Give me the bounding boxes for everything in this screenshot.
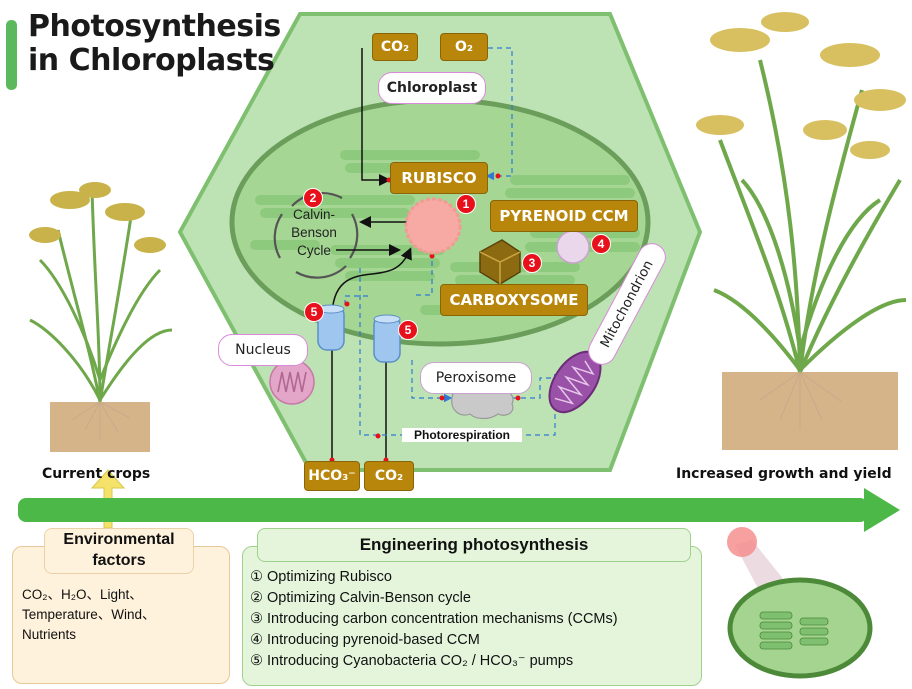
label-carboxysome: CARBOXYSOME xyxy=(440,284,588,316)
environment-factors-text: CO₂、H₂O、Light、 Temperature、Wind、 Nutrien… xyxy=(22,585,227,645)
title-accent-bar xyxy=(6,20,17,90)
calvin-line-3: Cycle xyxy=(297,243,331,258)
caption-current-crops: Current crops xyxy=(42,466,151,482)
environment-line-1: CO₂、H₂O、Light、 xyxy=(22,587,143,602)
label-co2-top: CO₂ xyxy=(372,33,418,61)
badge-4: 4 xyxy=(591,234,611,254)
label-hco3-bottom: HCO₃⁻ xyxy=(304,461,360,491)
carboxysome-icon xyxy=(479,239,521,285)
environment-title-line-2: factors xyxy=(92,552,146,569)
engineering-item-1: ① Optimizing Rubisco xyxy=(250,569,392,585)
engineering-title: Engineering photosynthesis xyxy=(257,528,691,562)
timeline-arrow xyxy=(18,488,900,532)
label-rubisco: RUBISCO xyxy=(390,162,488,194)
engineering-item-4: ④ Introducing pyrenoid-based CCM xyxy=(250,632,480,648)
nucleus-icon xyxy=(269,359,315,405)
engineering-item-2: ② Optimizing Calvin-Benson cycle xyxy=(250,590,471,606)
environment-line-2: Temperature、Wind、 xyxy=(22,607,156,622)
badge-5-right: 5 xyxy=(398,320,418,340)
label-nucleus: Nucleus xyxy=(218,334,308,366)
zoom-inset xyxy=(727,527,873,679)
badge-3: 3 xyxy=(522,253,542,273)
engineering-list: ① Optimizing Rubisco ② Optimizing Calvin… xyxy=(250,567,696,672)
title-line-2: in Chloroplasts xyxy=(28,43,275,78)
badge-5-left: 5 xyxy=(304,302,324,322)
title-line-1: Photosynthesis xyxy=(28,9,281,44)
cyanobacteria-pump-right xyxy=(373,314,401,363)
calvin-line-2: Benson xyxy=(291,225,337,240)
pyrenoid-icon xyxy=(556,230,590,264)
label-peroxisome: Peroxisome xyxy=(420,362,532,394)
label-o2-top: O₂ xyxy=(440,33,488,61)
title-text: Photosynthesis in Chloroplasts xyxy=(28,10,281,78)
label-co2-bottom: CO₂ xyxy=(364,461,414,491)
rubisco-icon xyxy=(404,197,462,255)
cyanobacteria-pump-left xyxy=(317,304,345,351)
badge-1: 1 xyxy=(456,194,476,214)
label-photorespiration: Photorespiration xyxy=(402,428,522,442)
engineering-item-3: ③ Introducing carbon concentration mecha… xyxy=(250,611,618,627)
calvin-line-1: Calvin- xyxy=(292,207,335,222)
environment-title: Environmental factors xyxy=(44,528,194,574)
engineering-item-5: ⑤ Introducing Cyanobacteria CO₂ / HCO₃⁻ … xyxy=(250,653,574,669)
label-calvin-cycle: Calvin- Benson Cycle xyxy=(280,206,348,260)
label-pyrenoid-ccm: PYRENOID CCM xyxy=(490,200,638,232)
current-crop-plant xyxy=(29,182,173,452)
label-chloroplast: Chloroplast xyxy=(378,72,486,104)
environment-title-line-1: Environmental xyxy=(63,531,175,548)
environment-line-3: Nutrients xyxy=(22,627,77,642)
increased-crop-plant xyxy=(696,12,907,450)
badge-2: 2 xyxy=(303,188,323,208)
caption-increased-yield: Increased growth and yield xyxy=(676,466,892,482)
